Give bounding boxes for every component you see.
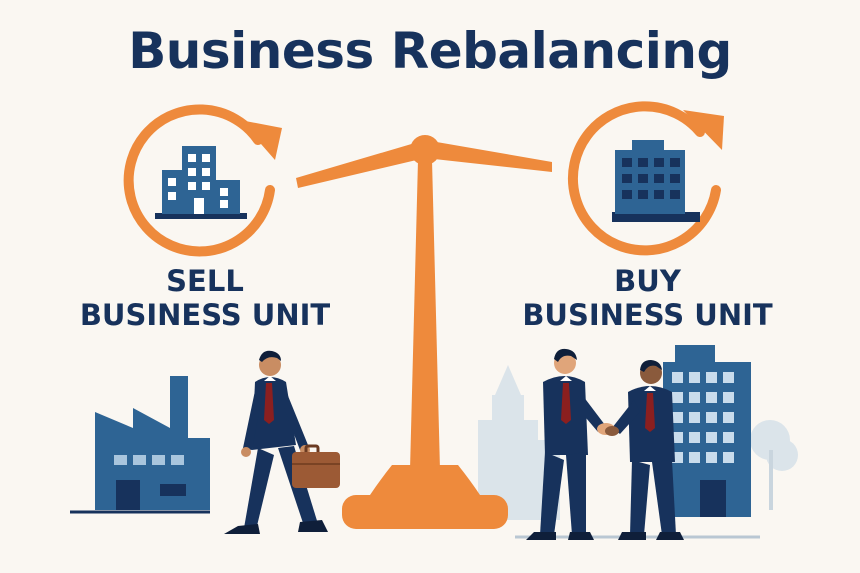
sell-label-line2: BUSINESS UNIT: [79, 298, 331, 332]
factory-icon: [95, 376, 210, 510]
page-title: Business Rebalancing: [128, 22, 732, 80]
buy-business-unit-label: BUY BUSINESS UNIT: [505, 264, 790, 332]
sell-business-unit-label: SELL BUSINESS UNIT: [60, 264, 350, 332]
balance-scale-icon: [296, 135, 552, 529]
office-tower-building: [663, 345, 751, 517]
corporate-tower-icon: [612, 140, 700, 222]
sell-cycle-arrow-icon: [123, 104, 282, 257]
handshake-icon: [526, 348, 684, 540]
sell-label-line1: SELL: [166, 264, 244, 298]
walking-businessman: [224, 350, 328, 534]
buy-label-line1: BUY: [614, 264, 681, 298]
buy-label-line2: BUSINESS UNIT: [522, 298, 773, 332]
buy-cycle-arrow-icon: [567, 101, 724, 256]
briefcase-icon: [292, 444, 340, 488]
office-building-icon: [155, 146, 247, 219]
